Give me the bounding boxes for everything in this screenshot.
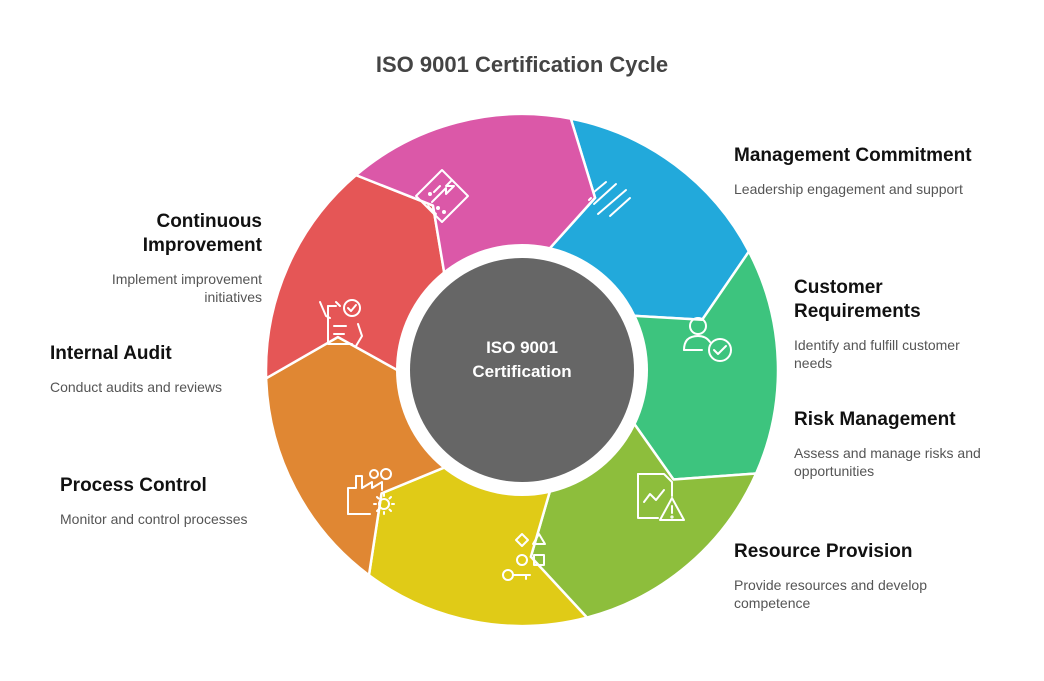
- segment-title: Risk Management: [794, 409, 956, 430]
- factory-gear-icon: [347, 468, 395, 515]
- segment-label-customer-requirements: Customer Requirements Identify and fulfi…: [794, 276, 984, 372]
- segment-label-internal-audit: Internal Audit Conduct audits and review…: [50, 342, 280, 396]
- center-label: ISO 9001 Certification: [422, 336, 622, 384]
- segment-description: Assess and manage risks and opportunitie…: [794, 445, 981, 479]
- segment-title: Resource Provision: [734, 541, 913, 562]
- diagram-title: ISO 9001 Certification Cycle: [375, 52, 669, 77]
- segment-title: Continuous Improvement: [142, 211, 262, 256]
- segment-title: Management Commitment: [734, 145, 972, 166]
- segment-description: Implement improvement initiatives: [111, 271, 262, 305]
- shapes-key-icon: [502, 533, 546, 581]
- improvement-arrow-icon: [415, 169, 469, 223]
- segment-description: Provide resources and develop competence: [734, 577, 928, 611]
- segment-label-resource-provision: Resource Provision Provide resources and…: [734, 540, 964, 612]
- segment-title: Customer Requirements: [794, 277, 921, 322]
- segment-label-risk-management: Risk Management Assess and manage risks …: [794, 408, 1009, 480]
- center-disc: [410, 258, 634, 482]
- segment-description: Monitor and control processes: [60, 511, 248, 527]
- segment-label-management-commitment: Management Commitment Leadership engagem…: [734, 144, 1024, 198]
- segment-label-process-control: Process Control Monitor and control proc…: [60, 474, 300, 528]
- chart-warning-icon: [637, 473, 685, 521]
- user-check-icon: [683, 317, 732, 362]
- checklist-hand-icon: [319, 299, 363, 347]
- segment-label-continuous-improvement: Continuous Improvement Implement improve…: [92, 210, 262, 306]
- segment-description: Identify and fulfill customer needs: [794, 337, 960, 371]
- segment-title: Internal Audit: [50, 343, 172, 364]
- center-label-line1: ISO 9001: [486, 338, 558, 357]
- list-lines-icon: [588, 181, 631, 217]
- segment-description: Conduct audits and reviews: [50, 379, 222, 395]
- segment-description: Leadership engagement and support: [734, 181, 963, 197]
- center-label-line2: Certification: [472, 362, 572, 381]
- segment-title: Process Control: [60, 475, 207, 496]
